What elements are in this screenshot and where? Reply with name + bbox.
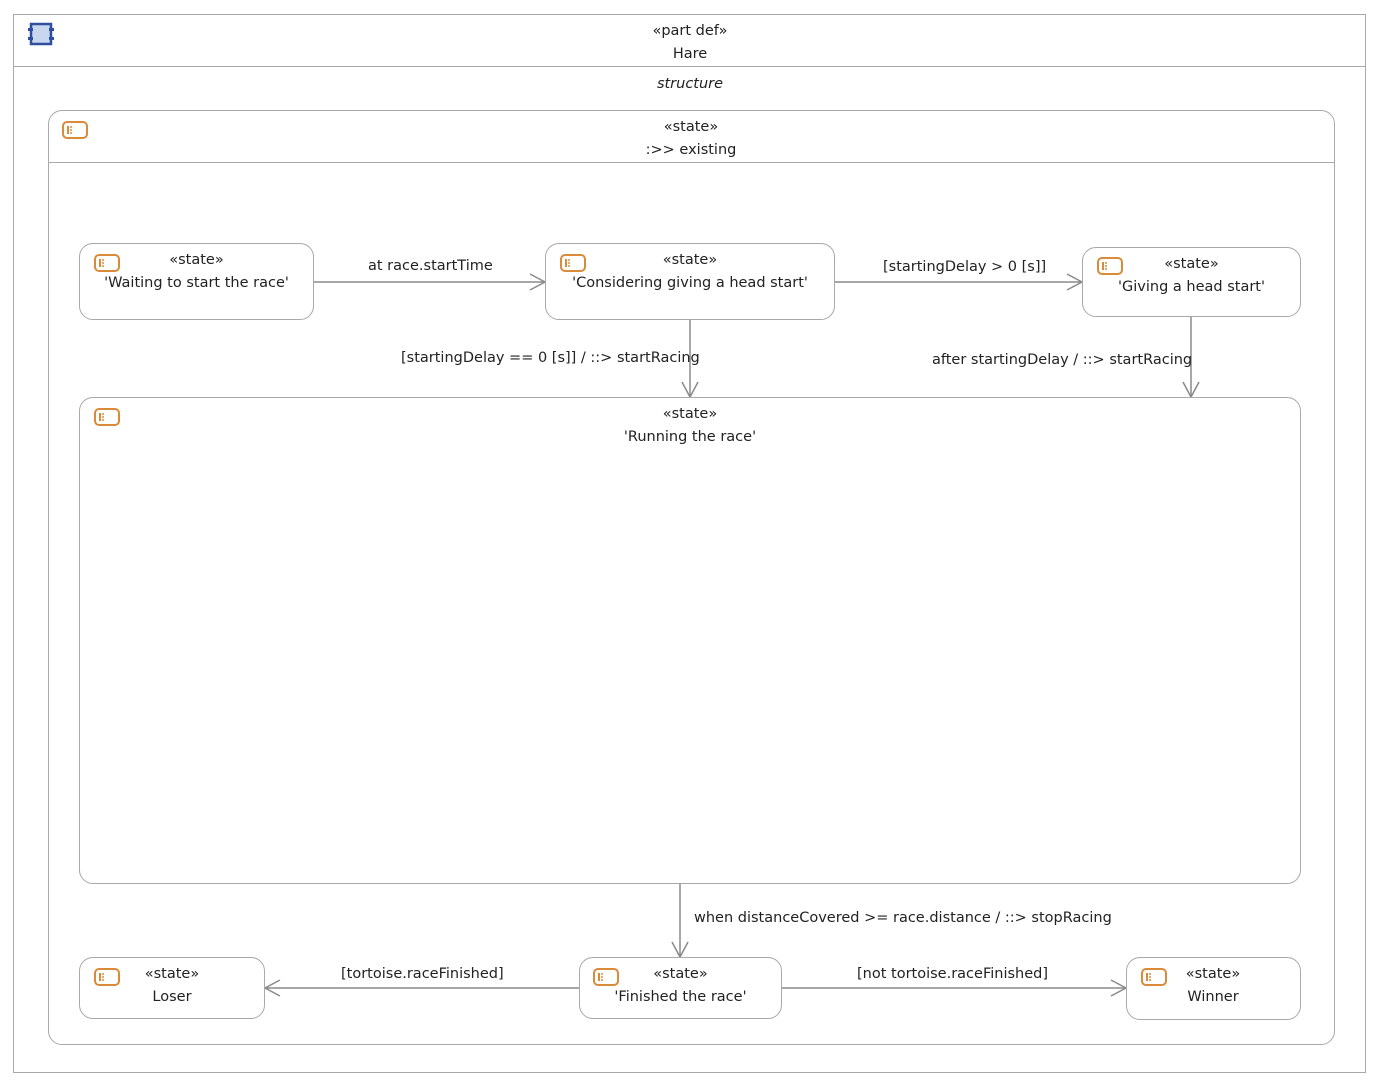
label-finished-loser: [tortoise.raceFinished]: [341, 966, 504, 982]
state-considering[interactable]: [545, 243, 835, 320]
label-giving-running: after startingDelay / ::> startRacing: [932, 352, 1193, 368]
waiting-name: 'Waiting to start the race': [104, 275, 289, 291]
arrowhead: [263, 979, 281, 997]
considering-stereotype: «state»: [662, 252, 718, 268]
state-icon: [593, 968, 619, 986]
considering-name: 'Considering giving a head start': [572, 275, 808, 291]
label-considering-giving: [startingDelay > 0 [s]]: [883, 259, 1047, 275]
state-finished[interactable]: [579, 957, 782, 1019]
state-icon: [1141, 968, 1167, 986]
label-considering-running: [startingDelay == 0 [s]] / ::> startRaci…: [401, 350, 700, 366]
winner-name: Winner: [1187, 989, 1239, 1005]
winner-stereotype: «state»: [1185, 966, 1241, 982]
state-running[interactable]: [79, 397, 1301, 884]
giving-stereotype: «state»: [1164, 256, 1219, 272]
state-icon: [94, 254, 120, 272]
state-icon: [62, 121, 88, 139]
label-waiting-considering: at race.startTime: [368, 258, 493, 274]
state-icon: [94, 408, 120, 426]
loser-stereotype: «state»: [144, 966, 200, 982]
part-name: Hare: [672, 46, 708, 62]
existing-header-divider: [48, 162, 1335, 163]
label-finished-winner: [not tortoise.raceFinished]: [857, 966, 1048, 982]
label-running-finished: when distanceCovered >= race.distance / …: [694, 910, 1112, 926]
state-loser[interactable]: [79, 957, 265, 1019]
part-def-frame: [13, 14, 1366, 1073]
giving-name: 'Giving a head start': [1118, 279, 1265, 295]
loser-name: Loser: [152, 989, 192, 1005]
state-icon: [1097, 257, 1123, 275]
compartment-label: structure: [656, 76, 724, 92]
existing-name: :>> existing: [645, 142, 737, 158]
finished-stereotype: «state»: [653, 966, 708, 982]
part-stereotype: «part def»: [652, 23, 728, 39]
state-icon: [94, 968, 120, 986]
finished-name: 'Finished the race': [614, 989, 747, 1005]
existing-stereotype: «state»: [663, 119, 719, 135]
part-def-icon: [28, 22, 54, 46]
state-winner[interactable]: [1126, 957, 1301, 1020]
running-name: 'Running the race': [623, 429, 757, 445]
running-stereotype: «state»: [662, 406, 718, 422]
waiting-stereotype: «state»: [169, 252, 224, 268]
state-icon: [560, 254, 586, 272]
part-header-divider: [13, 66, 1366, 67]
